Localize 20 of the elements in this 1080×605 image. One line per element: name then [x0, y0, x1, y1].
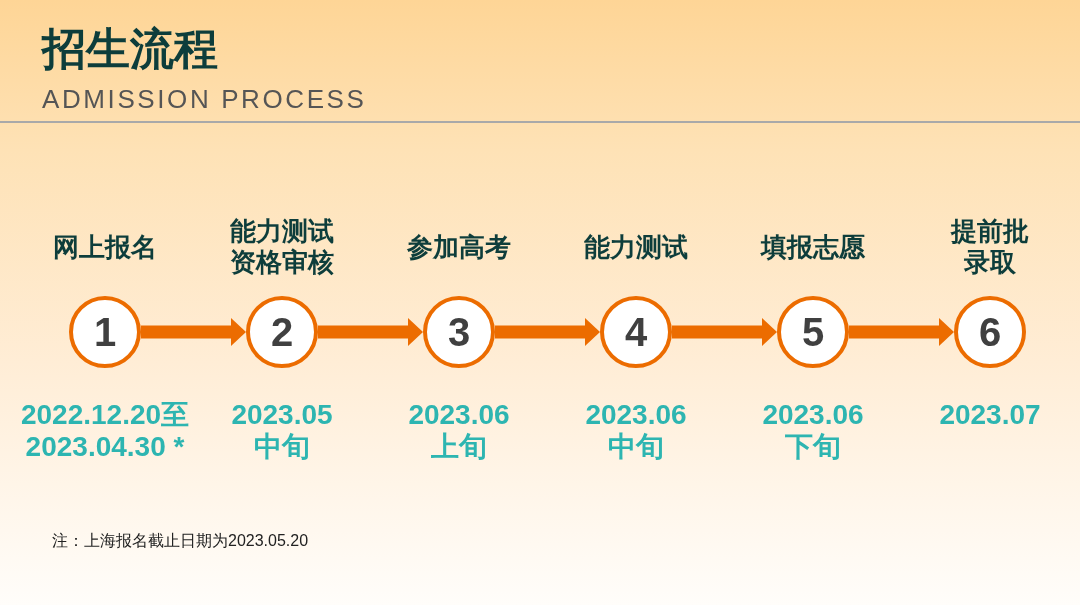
step-date: 2023.06下旬	[761, 399, 865, 463]
step-title: 网上报名	[52, 231, 158, 263]
arrow	[318, 318, 423, 346]
step-title: 能力测试资格审核	[229, 216, 335, 278]
step-title: 参加高考	[406, 231, 512, 263]
footnote-text: 注：上海报名截止日期为2023.05.20	[52, 531, 309, 551]
step-date: 2023.07	[938, 399, 1042, 431]
arrow	[849, 318, 954, 346]
arrow	[141, 318, 246, 346]
step-title: 提前批录取	[949, 216, 1030, 278]
page-title: 招生流程	[42, 23, 218, 75]
page-subtitle: ADMISSION PROCESS	[42, 84, 367, 114]
arrow	[672, 318, 777, 346]
step-date: 2023.06中旬	[584, 399, 688, 463]
step-title: 能力测试	[583, 231, 689, 263]
step-date: 2023.05中旬	[230, 399, 334, 463]
step-date: 2023.06上旬	[407, 399, 511, 463]
step-title: 填报志愿	[759, 231, 866, 263]
arrow	[495, 318, 600, 346]
step-date: 2022.12.20至2023.04.30 *	[19, 399, 191, 463]
